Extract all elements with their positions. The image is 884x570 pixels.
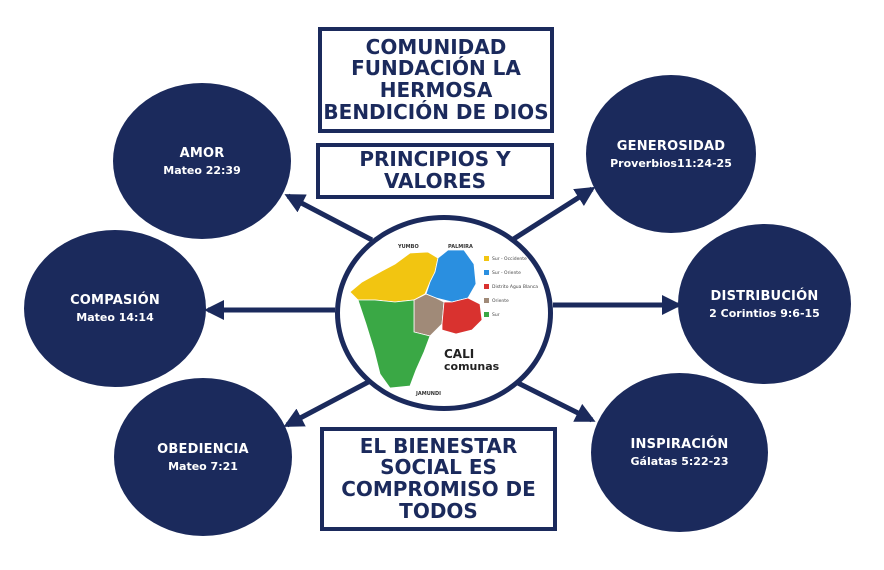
legend-swatch: [484, 284, 489, 289]
subtitle-line: VALORES: [383, 169, 487, 193]
node-title: INSPIRACIÓN: [630, 437, 729, 452]
node-reference: Proverbios11:24-25: [610, 156, 732, 170]
bottom-line: TODOS: [399, 498, 478, 523]
node-distribucion: DISTRIBUCIÓN 2 Corintios 9:6-15: [678, 224, 851, 384]
bottom-box: EL BIENESTAR SOCIAL ES COMPROMISO DE TOD…: [320, 427, 557, 531]
legend-swatch: [484, 270, 489, 275]
node-reference: Mateo 14:14: [76, 311, 154, 324]
center-map-circle: YUMBO PALMIRA JAMUNDI Sur - Occidente Su…: [335, 215, 553, 411]
arrow-to-amor: [284, 193, 374, 243]
legend-label: Sur - Occidente: [492, 256, 527, 262]
title-line: COMUNIDAD: [365, 34, 507, 59]
bottom-line: SOCIAL ES: [380, 455, 497, 480]
map-subtitle: comunas: [444, 360, 500, 373]
node-title: OBEDIENCIA: [157, 441, 249, 457]
legend-swatch: [484, 312, 489, 317]
title-line: BENDICIÓN DE DIOS: [323, 99, 549, 124]
node-title: COMPASIÓN: [70, 293, 160, 308]
legend-label: Oriente: [492, 298, 509, 304]
node-title: AMOR: [179, 145, 225, 161]
node-amor: AMOR Mateo 22:39: [113, 83, 291, 239]
legend-swatch: [484, 298, 489, 303]
map-label-north-right: PALMIRA: [448, 244, 473, 250]
subtitle-box: PRINCIPIOS Y VALORES: [316, 143, 554, 199]
node-generosidad: GENEROSIDAD Proverbios11:24-25: [586, 75, 756, 233]
node-compasion: COMPASIÓN Mateo 14:14: [24, 230, 206, 387]
node-title: DISTRIBUCIÓN: [710, 288, 819, 304]
node-reference: Mateo 7:21: [168, 459, 238, 473]
region-sur: [357, 299, 431, 389]
node-reference: Gálatas 5:22-23: [630, 455, 729, 468]
node-obediencia: OBEDIENCIA Mateo 7:21: [114, 378, 292, 536]
bottom-line: COMPROMISO DE: [341, 477, 536, 501]
title-line: FUNDACIÓN LA: [351, 56, 521, 81]
title-line: HERMOSA: [379, 78, 493, 102]
map-title: CALI: [444, 347, 474, 361]
map-label-north-left: YUMBO: [397, 244, 419, 250]
subtitle-line: PRINCIPIOS Y: [359, 147, 511, 172]
bottom-line: EL BIENESTAR: [359, 433, 518, 458]
region-oriente: [413, 293, 445, 337]
legend-label: Sur - Oriente: [492, 270, 521, 276]
legend-label: Distrito Agua Blanca: [492, 284, 538, 290]
cali-comunas-map: YUMBO PALMIRA JAMUNDI Sur - Occidente Su…: [349, 244, 538, 397]
node-title: GENEROSIDAD: [616, 138, 726, 154]
legend-label: Sur: [492, 312, 500, 318]
arrow-to-obediencia: [283, 377, 374, 428]
node-reference: Mateo 22:39: [163, 163, 241, 177]
title-box: COMUNIDAD FUNDACIÓN LA HERMOSA BENDICIÓN…: [318, 27, 554, 133]
arrow-to-generosidad: [510, 186, 596, 243]
arrow-to-inspiracion: [510, 377, 596, 423]
map-label-south: JAMUNDI: [415, 391, 441, 397]
legend-swatch: [484, 256, 489, 261]
region-agua-blanca: [441, 297, 483, 335]
node-reference: 2 Corintios 9:6-15: [709, 306, 820, 320]
map-legend: Sur - Occidente Sur - Oriente Distrito A…: [484, 256, 538, 318]
node-inspiracion: INSPIRACIÓN Gálatas 5:22-23: [591, 373, 768, 532]
